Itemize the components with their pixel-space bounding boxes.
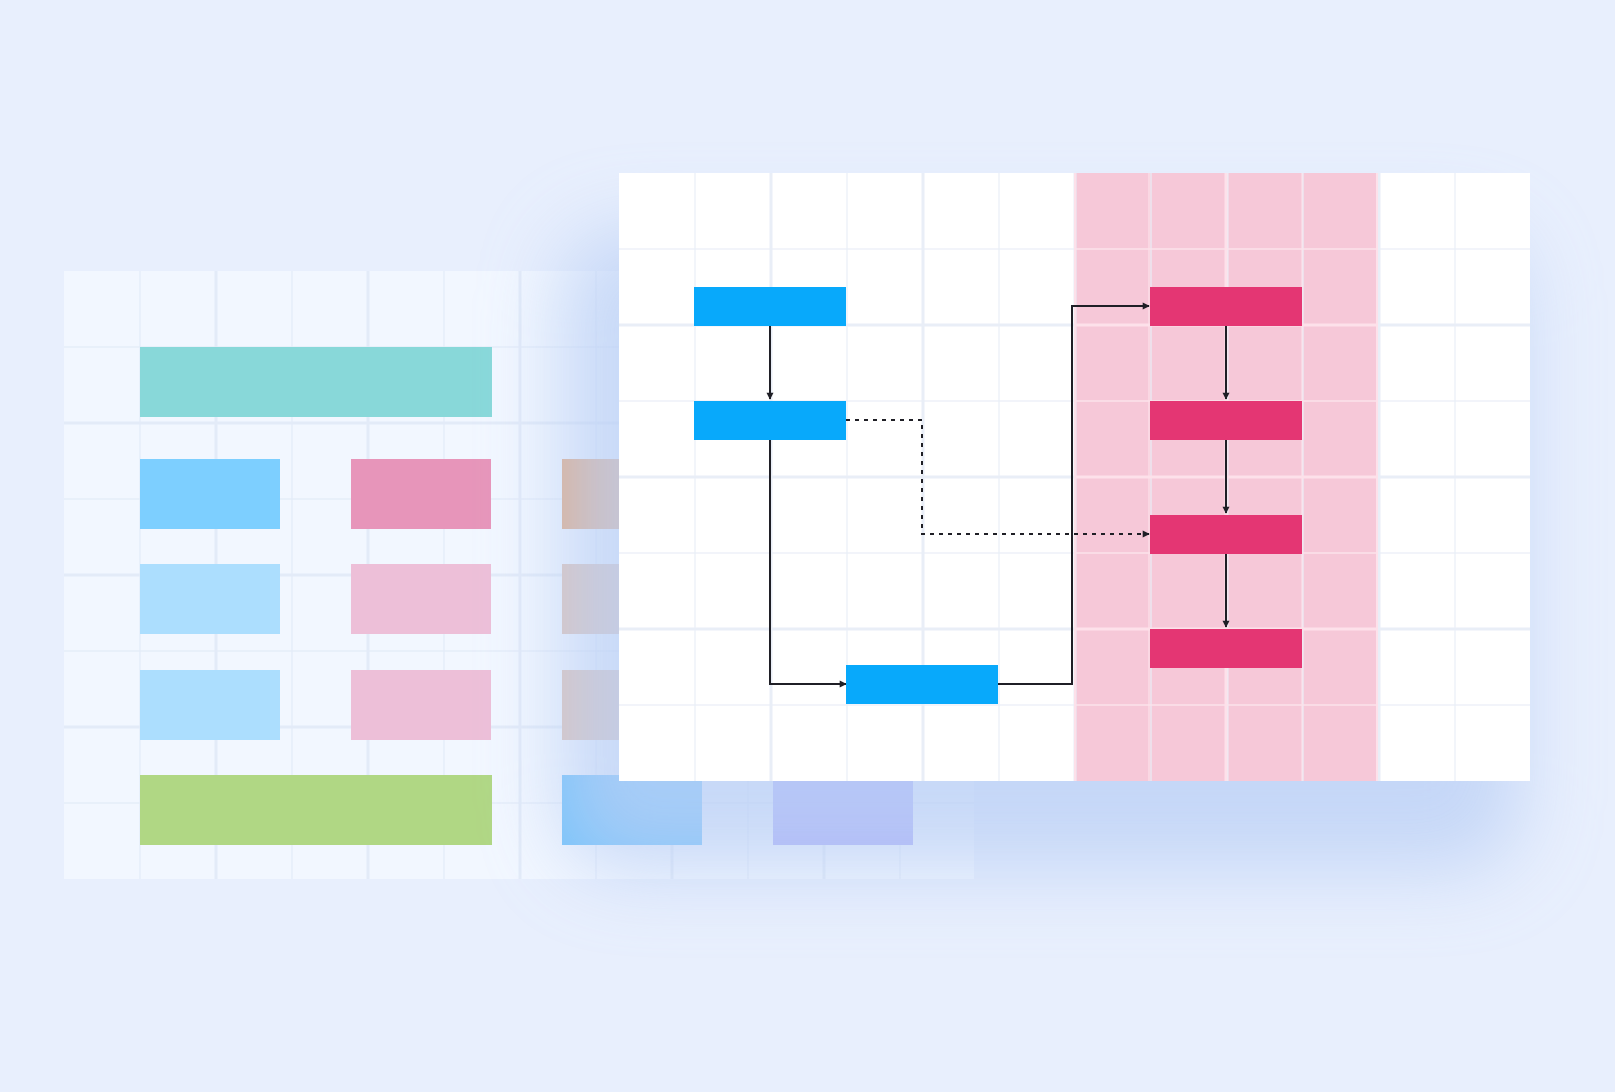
front-panel [619, 173, 1530, 781]
pink-block-2 [351, 564, 491, 634]
arrow-blue2-to-blue3 [769, 440, 847, 688]
flow-node-blue-2[interactable] [694, 401, 846, 440]
blue-block-2 [140, 564, 280, 634]
flow-node-pink-4[interactable] [1150, 629, 1302, 668]
flow-node-blue-3[interactable] [846, 665, 998, 704]
flow-nodes [694, 287, 1302, 704]
pink-block-3 [351, 670, 491, 740]
green-footer-bar [140, 775, 492, 845]
flow-connectors [766, 302, 1230, 688]
arrow-blue3-to-pink1 [998, 302, 1150, 685]
blue-block-3 [140, 670, 280, 740]
arrow-blue2-to-pink3 [846, 419, 1150, 538]
teal-header-bar [140, 347, 492, 417]
flow-node-pink-1[interactable] [1150, 287, 1302, 326]
flow-node-pink-3[interactable] [1150, 515, 1302, 554]
flow-node-pink-2[interactable] [1150, 401, 1302, 440]
swimlane-grid [1074, 173, 1378, 781]
blue-block-1 [140, 459, 280, 529]
pink-block-1 [351, 459, 491, 529]
flow-node-blue-1[interactable] [694, 287, 846, 326]
